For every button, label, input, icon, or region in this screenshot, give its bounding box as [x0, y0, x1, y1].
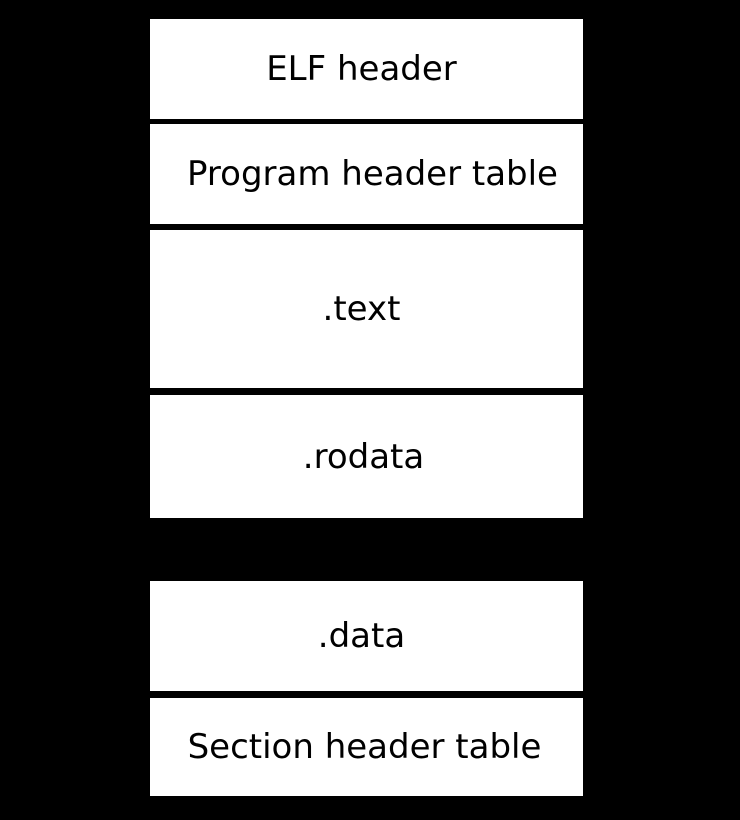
elf-header-label: ELF header	[266, 49, 457, 89]
section-header-table-block: Section header table	[150, 698, 583, 796]
elf-header-block: ELF header	[150, 19, 583, 119]
rodata-section-label: .rodata	[302, 436, 425, 477]
data-section-label: .data	[317, 616, 406, 656]
program-header-table-block: Program header table	[150, 124, 583, 224]
rodata-section-block: .rodata	[150, 395, 583, 518]
text-section-label: .text	[322, 289, 401, 329]
text-section-block: .text	[150, 230, 583, 388]
data-section-block: .data	[150, 581, 583, 691]
section-header-table-label: Section header table	[187, 727, 542, 767]
program-header-table-label: Program header table	[187, 154, 558, 194]
